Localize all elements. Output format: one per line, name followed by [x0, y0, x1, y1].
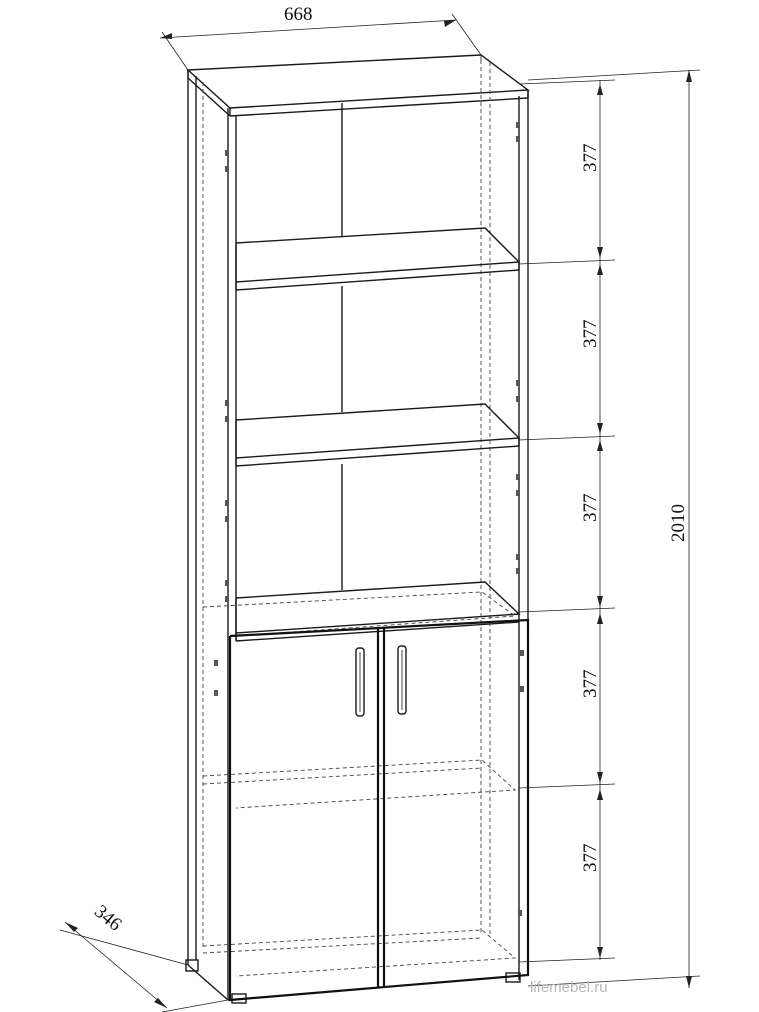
- width-dimension: 668: [159, 4, 482, 71]
- section-4-height: 377: [580, 670, 601, 699]
- cabinet-body: [185, 54, 530, 1004]
- section-2-height: 377: [580, 320, 601, 349]
- door-handle-left: [355, 647, 365, 717]
- section-5-height: 377: [580, 844, 601, 873]
- cabinet-doors: [228, 618, 530, 1002]
- height-label: 2010: [668, 504, 689, 542]
- width-label: 668: [284, 4, 313, 25]
- shelf-holes: [214, 122, 524, 916]
- height-dimension: 2010: [527, 69, 701, 988]
- watermark: lifemebel.ru: [530, 979, 608, 996]
- section-3-height: 377: [580, 494, 601, 523]
- section-1-height: 377: [580, 144, 601, 173]
- door-handle-right: [397, 645, 407, 715]
- section-dimensions: 377 377 377 377 377: [518, 79, 616, 963]
- depth-label: 346: [90, 901, 125, 935]
